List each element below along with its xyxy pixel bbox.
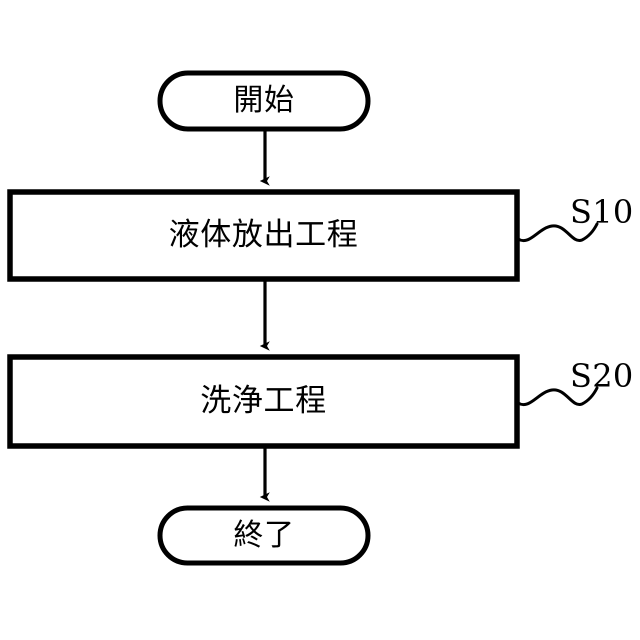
node-s10-shape <box>7 189 520 282</box>
node-start-label: 開始 <box>233 83 295 118</box>
step-tag-s20: S20 <box>570 357 634 395</box>
step-tag-s10: S10 <box>570 193 634 231</box>
node-end-label: 終了 <box>233 517 295 553</box>
node-s20-shape <box>7 354 520 449</box>
node-s10-label: 液体放出工程 <box>168 217 359 253</box>
node-end-shape <box>157 505 371 566</box>
node-s20-label: 洗浄工程 <box>200 383 327 419</box>
leader-line-s20 <box>516 386 599 407</box>
leader-line-s10 <box>516 222 599 243</box>
